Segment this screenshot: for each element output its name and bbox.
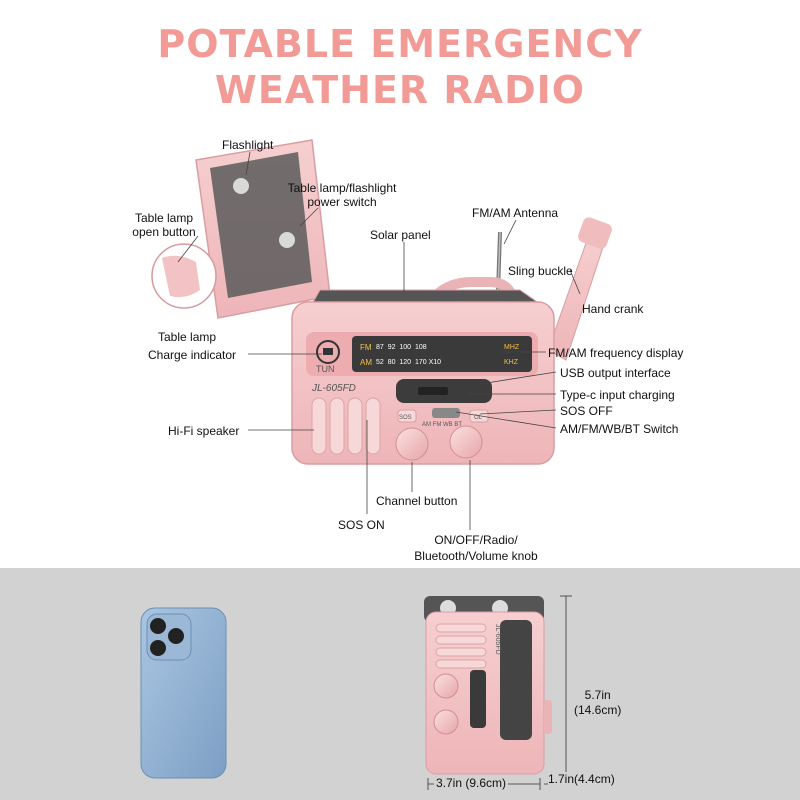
charge-indicator	[316, 340, 340, 364]
label-channel-button: Channel button	[376, 494, 458, 508]
sos-button-label: SOS	[399, 415, 412, 421]
label-hand-crank: Hand crank	[582, 302, 644, 316]
label-solar-panel: Solar panel	[370, 228, 431, 242]
hifi-speaker-grill	[311, 397, 381, 455]
label-flashlight: Flashlight	[222, 138, 274, 152]
am-band-label: AM	[360, 358, 372, 367]
height-dimension: 5.7in(14.6cm)	[574, 688, 622, 717]
ol-button-label: OL	[474, 415, 483, 421]
label-volume-knob: ON/OFF/Radio/Bluetooth/Volume knob	[414, 533, 538, 563]
khz-label: KHZ	[504, 359, 518, 366]
page-title-line1: POTABLE EMERGENCY	[157, 22, 643, 66]
label-antenna: FM/AM Antenna	[472, 206, 559, 220]
page-title-line2: WEATHER RADIO	[214, 68, 586, 112]
model-label: JL-605FD	[312, 383, 356, 394]
table-lamp-lid	[195, 139, 331, 319]
hand-crank	[547, 217, 612, 361]
label-sos-on: SOS ON	[338, 518, 385, 532]
label-table-lamp: Table lamp	[158, 330, 217, 344]
width-dimension: 3.7in (9.6cm)	[434, 776, 509, 791]
band-switch	[432, 408, 460, 418]
label-frequency-display: FM/AM frequency display	[548, 346, 684, 360]
sos-button	[397, 409, 417, 423]
depth-dimension: 1.7in(4.4cm)	[548, 772, 615, 787]
am-scale: 52 80 120 170 X10	[376, 359, 442, 366]
radio-size-reference	[424, 596, 552, 775]
label-hifi-speaker: Hi-Fi speaker	[168, 424, 240, 438]
label-charge-indicator: Charge indicator	[148, 348, 237, 362]
size-comparison-panel	[0, 568, 800, 800]
channel-knob	[395, 427, 429, 461]
label-sos-off: SOS OFF	[560, 404, 613, 418]
phone-size-reference	[140, 607, 227, 779]
fm-band-label: FM	[360, 343, 372, 352]
mhz-label: MHZ	[504, 344, 520, 351]
tun-label: TUN	[316, 364, 335, 374]
label-band-switch: AM/FM/WB/BT Switch	[560, 422, 679, 436]
label-sling-buckle: Sling buckle	[508, 264, 573, 278]
frequency-display	[352, 336, 532, 372]
band-switch-label: AM FM WB BT	[422, 422, 462, 428]
label-usb-output: USB output interface	[560, 366, 671, 380]
fm-scale: 87 92 100 108	[376, 344, 427, 351]
label-type-c: Type-c input charging	[560, 388, 675, 402]
volume-knob	[449, 425, 483, 459]
side-model-label: JL-605FD	[494, 624, 501, 655]
